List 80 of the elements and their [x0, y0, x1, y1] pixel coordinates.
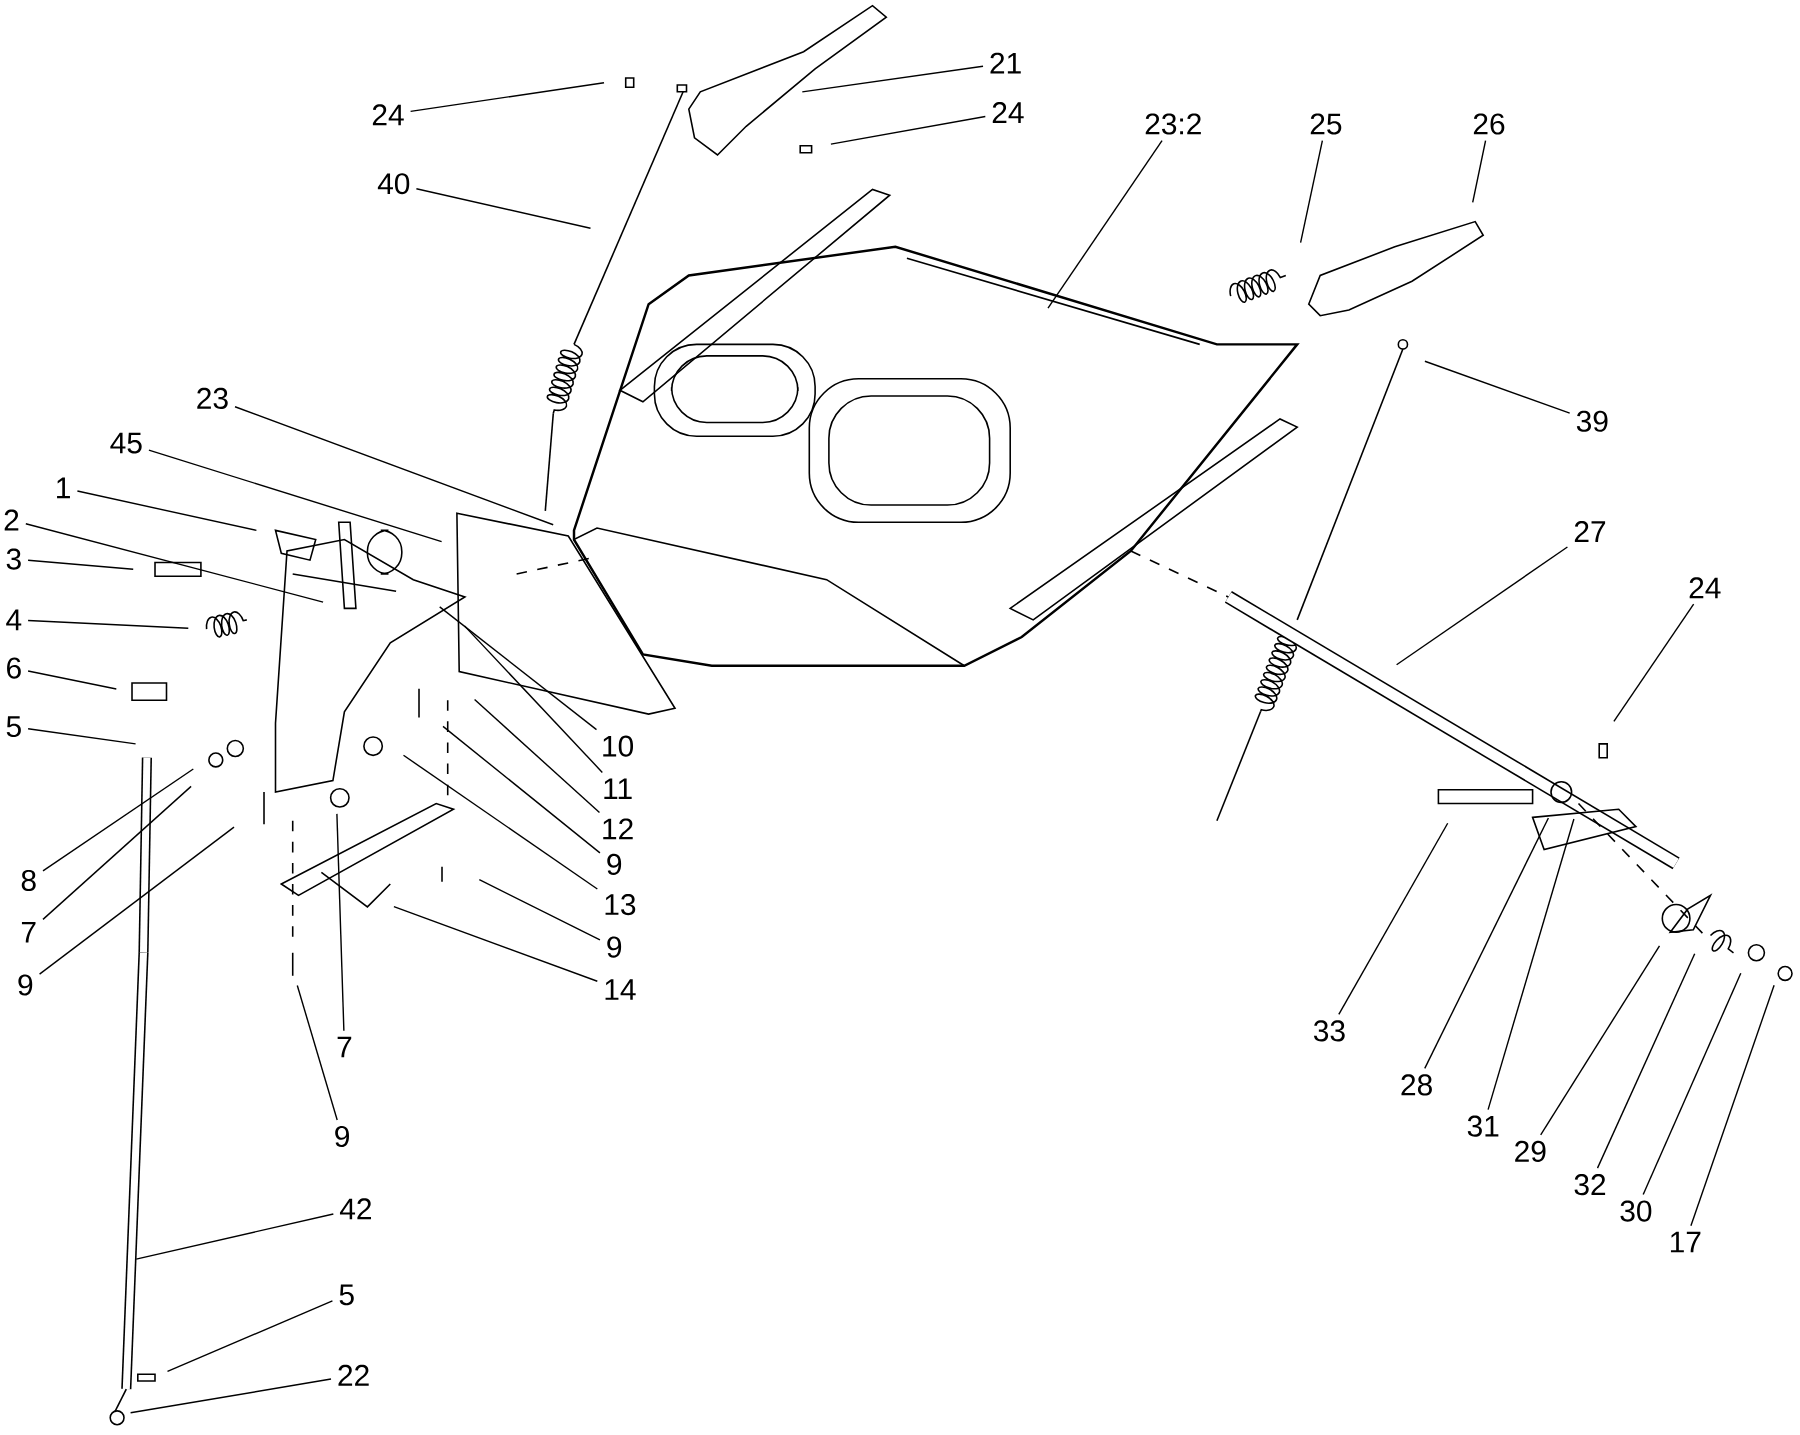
leader-line: [38, 826, 235, 975]
callout-number: 24: [1689, 577, 1721, 599]
callout-number: 7: [21, 921, 36, 943]
callout-number: 10: [603, 735, 634, 757]
callout-number: 8: [21, 869, 36, 892]
callout-number: 21: [990, 52, 1021, 74]
callout-number: 4: [6, 609, 22, 631]
leader-line: [442, 725, 601, 854]
leader-line: [76, 490, 258, 532]
callout-number: 22: [338, 1364, 369, 1386]
leader-line: [234, 406, 554, 526]
leader-line: [1338, 822, 1449, 1016]
leader-line: [129, 1378, 332, 1414]
callout-number: 6: [7, 657, 21, 679]
leader-line: [336, 813, 345, 1032]
leader-line: [463, 625, 604, 774]
callout-number: 9: [607, 936, 622, 958]
callout-number: 24: [372, 104, 404, 126]
callout-number: 24: [992, 102, 1024, 123]
leader-line: [1047, 139, 1163, 309]
callout-number: 9: [607, 853, 622, 875]
leader-line: [166, 1300, 334, 1372]
callout-number: 13: [605, 894, 636, 916]
leader-line: [402, 754, 599, 890]
callout-number: 23: [197, 387, 228, 409]
leader-line: [1424, 360, 1571, 414]
leader-line: [42, 768, 194, 872]
callout-number: 1: [57, 477, 70, 499]
leader-line: [439, 606, 598, 731]
leader-line: [409, 82, 605, 113]
leader-line: [801, 65, 984, 93]
callout-number: 5: [6, 716, 21, 738]
leader-line: [1690, 984, 1775, 1227]
leader-line: [478, 878, 601, 941]
callout-number: 39: [1576, 410, 1608, 432]
callout-number: 5: [339, 1284, 354, 1306]
callout-number: 29: [1515, 1140, 1546, 1162]
callout-number: 42: [339, 1198, 371, 1220]
callout-number: 27: [1574, 521, 1606, 542]
leader-line: [27, 670, 117, 690]
leader-line: [148, 449, 443, 543]
callout-number: 33: [1313, 1020, 1345, 1042]
callout-number: 12: [603, 818, 633, 840]
leader-line: [27, 559, 134, 570]
leader-line: [25, 523, 324, 603]
leader-line: [830, 115, 987, 145]
callout-number: 14: [605, 979, 636, 1000]
leader-line: [1487, 818, 1575, 1111]
leader-line: [393, 906, 599, 982]
leader-line: [1472, 139, 1487, 204]
callout-number: 2: [4, 509, 19, 531]
callout-number: 23:2: [1145, 113, 1201, 135]
leader-line: [1395, 546, 1569, 666]
callout-number: 9: [18, 974, 33, 996]
leader-line: [1596, 952, 1696, 1169]
callout-number: 7: [337, 1036, 352, 1058]
callout-number: 25: [1310, 113, 1342, 135]
callout-number: 40: [377, 173, 410, 195]
leader-line: [1613, 603, 1695, 723]
leader-line: [473, 698, 601, 814]
callout-number: 11: [604, 778, 632, 799]
callout-number: 3: [6, 548, 21, 570]
leader-line: [135, 1213, 335, 1260]
callout-number: 31: [1467, 1115, 1499, 1137]
callout-number: 9: [335, 1125, 349, 1148]
leader-line: [27, 619, 189, 629]
callout-number: 17: [1670, 1231, 1701, 1253]
leader-line: [27, 728, 137, 745]
callout-number: 30: [1620, 1200, 1652, 1222]
leader-line: [42, 785, 192, 921]
leader-line: [296, 984, 338, 1121]
leader-line: [1299, 139, 1324, 244]
callout-number: 28: [1401, 1074, 1432, 1096]
callout-number: 26: [1473, 113, 1505, 135]
leader-line: [1642, 972, 1742, 1196]
callout-number: 45: [110, 432, 142, 454]
callout-number: 32: [1574, 1174, 1606, 1196]
leader-line: [415, 188, 592, 229]
leader-line: [1424, 817, 1550, 1070]
leader-line: [1540, 945, 1661, 1136]
